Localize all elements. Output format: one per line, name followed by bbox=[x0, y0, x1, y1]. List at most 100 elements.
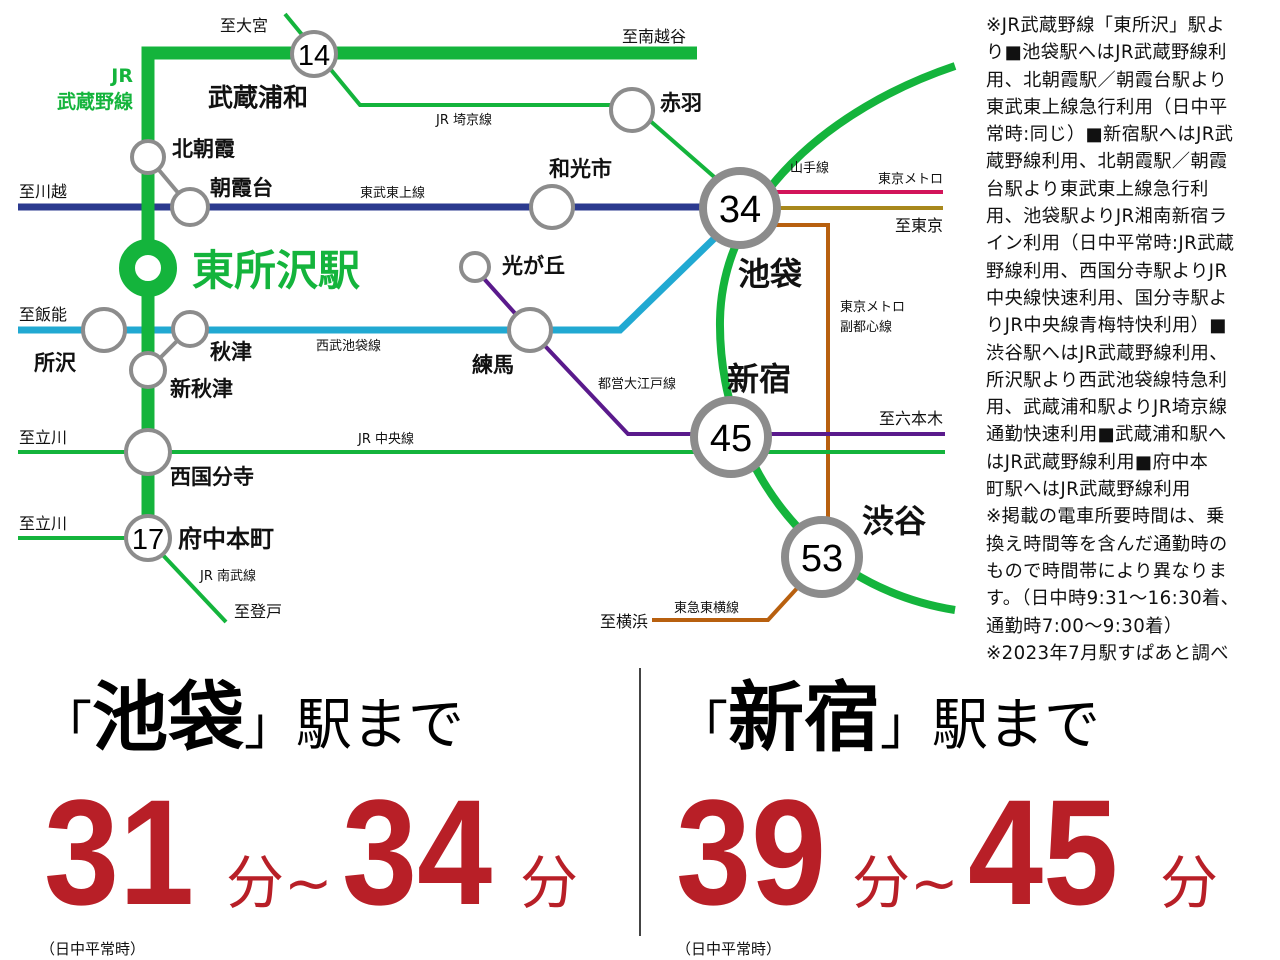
station-tokorozawa[interactable] bbox=[81, 307, 127, 353]
tilde: ~ bbox=[910, 849, 959, 917]
tilde: ~ bbox=[284, 849, 333, 917]
station-name: 新宿 bbox=[728, 673, 881, 762]
station-fuchuhommachi[interactable] bbox=[124, 514, 172, 562]
station-akabane[interactable] bbox=[609, 87, 655, 133]
tojo-line-label: 東武東上線 bbox=[360, 185, 425, 201]
footnote-line: 用、武蔵浦和駅よりJR埼京線 bbox=[986, 397, 1228, 419]
label-kitaasaka: 北朝霞 bbox=[172, 137, 236, 161]
footnote-line: ※掲載の電車所要時間は、乗 bbox=[986, 506, 1225, 528]
label-fuchuhommachi: 府中本町 bbox=[178, 525, 274, 553]
station-ikebukuro[interactable] bbox=[699, 167, 781, 249]
unit: 分 bbox=[520, 849, 579, 917]
label-wakoshi: 和光市 bbox=[549, 157, 612, 181]
ikebukuro-unit1: 分~ bbox=[226, 836, 333, 920]
bracket: 」 bbox=[244, 697, 297, 757]
musashino-line-label: JR bbox=[109, 65, 133, 87]
label-ikebukuro: 池袋 bbox=[738, 255, 802, 293]
minutes-ikebukuro: 34 bbox=[719, 189, 761, 231]
toyoko-line-label: 東急東横線 bbox=[674, 600, 739, 616]
ikebukuro-heading: 「池袋」駅まで bbox=[40, 656, 464, 766]
direction-tachikawa: 至立川 bbox=[19, 514, 67, 533]
station-higashitokorozawa[interactable] bbox=[119, 239, 177, 297]
footnote-line: りJR中央線青梅特快利用）■ bbox=[986, 315, 1227, 337]
shinjuku-max: 45 bbox=[968, 766, 1135, 939]
footnote-line: 野線利用、西国分寺駅よりJR bbox=[986, 260, 1228, 282]
musashino-line-label: 武蔵野線 bbox=[57, 90, 133, 113]
station-akitsu[interactable] bbox=[171, 310, 209, 348]
station-shinjuku[interactable] bbox=[690, 396, 772, 478]
station-shinakitsu[interactable] bbox=[129, 351, 167, 389]
fukutoshin-line-label: 副都心線 bbox=[840, 319, 892, 335]
minutes-musashiurawa: 14 bbox=[298, 40, 330, 72]
unit: 分 bbox=[226, 849, 285, 917]
label-shibuya: 渋谷 bbox=[862, 502, 926, 540]
station-musashiurawa[interactable] bbox=[290, 30, 338, 78]
shinjuku-unit1: 分~ bbox=[852, 836, 959, 920]
bracket: 」 bbox=[880, 697, 933, 757]
home-station-label: 東所沢駅 bbox=[192, 246, 360, 295]
station-shibuya[interactable] bbox=[781, 516, 863, 598]
seibu-line-label: 西武池袋線 bbox=[316, 338, 381, 354]
shinjuku-min: 39 bbox=[676, 766, 843, 939]
direction-tokyo: 至東京 bbox=[895, 216, 943, 235]
label-akitsu: 秋津 bbox=[210, 340, 252, 364]
fukutoshin-line bbox=[775, 223, 830, 545]
weekday-note: （日中平常時） bbox=[40, 940, 146, 958]
footnote-line: もので時間帯により異なりま bbox=[986, 560, 1228, 582]
station-kitaasaka[interactable] bbox=[130, 139, 166, 175]
ikebukuro-unit2: 分 bbox=[520, 836, 578, 920]
label-asakadai: 朝霞台 bbox=[210, 176, 273, 200]
label-nishikokubunji: 西国分寺 bbox=[170, 465, 254, 489]
ikebukuro-max: 34 bbox=[342, 766, 509, 939]
nambu-line-label: JR 南武線 bbox=[199, 568, 256, 584]
nambu-line bbox=[158, 550, 228, 624]
minutes-shibuya: 53 bbox=[801, 538, 843, 580]
min-minutes: 39 bbox=[676, 768, 827, 936]
bracket: 「 bbox=[676, 697, 729, 757]
shinjuku-unit2: 分 bbox=[1160, 836, 1218, 920]
max-minutes: 45 bbox=[968, 768, 1119, 936]
unit: 分 bbox=[852, 849, 911, 917]
footnotes: ※JR武蔵野線「東所沢」駅よ り■池袋駅へはJR武蔵野線利 用、北朝霞駅／朝霞台… bbox=[986, 12, 1262, 667]
route-map: 14 17 34 45 53 東所沢駅 JR 武蔵野線 JR 埼京線 東武東上線… bbox=[18, 12, 957, 631]
footnote-line: 蔵野線利用、北朝霞駅／朝霞 bbox=[986, 151, 1228, 173]
footnote-line: 台駅より東武東上線急行利 bbox=[986, 178, 1209, 200]
label-hikarigaoka: 光が丘 bbox=[501, 254, 565, 278]
direction-tachikawa: 至立川 bbox=[19, 428, 67, 447]
direction-kawagoe: 至川越 bbox=[19, 182, 67, 201]
label-musashiurawa: 武蔵浦和 bbox=[208, 83, 308, 112]
minutes-fuchuhommachi: 17 bbox=[132, 524, 164, 556]
min-minutes: 31 bbox=[44, 768, 195, 936]
footnote-line: 用、池袋駅よりJR湘南新宿ラ bbox=[986, 206, 1228, 228]
direction-omiya: 至大宮 bbox=[220, 16, 268, 35]
direction-yokohama: 至横浜 bbox=[600, 612, 648, 631]
footnote-line: ※2023年7月駅すぱあと調べ bbox=[986, 642, 1229, 664]
footnote-line: 用、北朝霞駅／朝霞台駅より bbox=[986, 69, 1228, 91]
divider bbox=[639, 668, 641, 936]
footnote-line: ※JR武蔵野線「東所沢」駅よ bbox=[986, 15, 1225, 36]
footnote-line: 東武東上線急行利用（日中平 bbox=[986, 96, 1228, 118]
chuo-line-label: JR 中央線 bbox=[357, 431, 414, 447]
station-nerima[interactable] bbox=[507, 307, 553, 353]
footnote-line: 常時:同じ）■新宿駅へはJR武 bbox=[986, 124, 1234, 146]
station-hikarigaoka[interactable] bbox=[459, 251, 491, 283]
max-minutes: 34 bbox=[342, 768, 493, 936]
station-wakoshi[interactable] bbox=[529, 184, 575, 230]
label-shinjuku: 新宿 bbox=[727, 360, 791, 398]
footnote-line: す。（日中時9:31～16:30着、 bbox=[986, 588, 1240, 610]
label-shinakitsu: 新秋津 bbox=[170, 377, 233, 401]
direction-noborito: 至登戸 bbox=[234, 602, 282, 621]
footnote-line: 町駅へはJR武蔵野線利用 bbox=[986, 479, 1191, 501]
unit: 分 bbox=[1160, 849, 1219, 917]
label-akabane: 赤羽 bbox=[660, 91, 702, 115]
station-name: 池袋 bbox=[92, 673, 245, 762]
minutes-shinjuku: 45 bbox=[710, 418, 752, 460]
station-asakadai[interactable] bbox=[170, 187, 210, 227]
metro-line-label: 東京メトロ bbox=[878, 171, 943, 187]
footnote-line: り■池袋駅へはJR武蔵野線利 bbox=[986, 42, 1227, 64]
label-tokorozawa: 所沢 bbox=[34, 351, 77, 375]
station-nishikokubunji[interactable] bbox=[124, 428, 172, 476]
footnote-line: はJR武蔵野線利用■府中本 bbox=[986, 451, 1209, 473]
footnote-line: 通勤時7:00～9:30着） bbox=[986, 615, 1183, 637]
footnote-line: 所沢駅より西武池袋線特急利 bbox=[986, 369, 1228, 391]
